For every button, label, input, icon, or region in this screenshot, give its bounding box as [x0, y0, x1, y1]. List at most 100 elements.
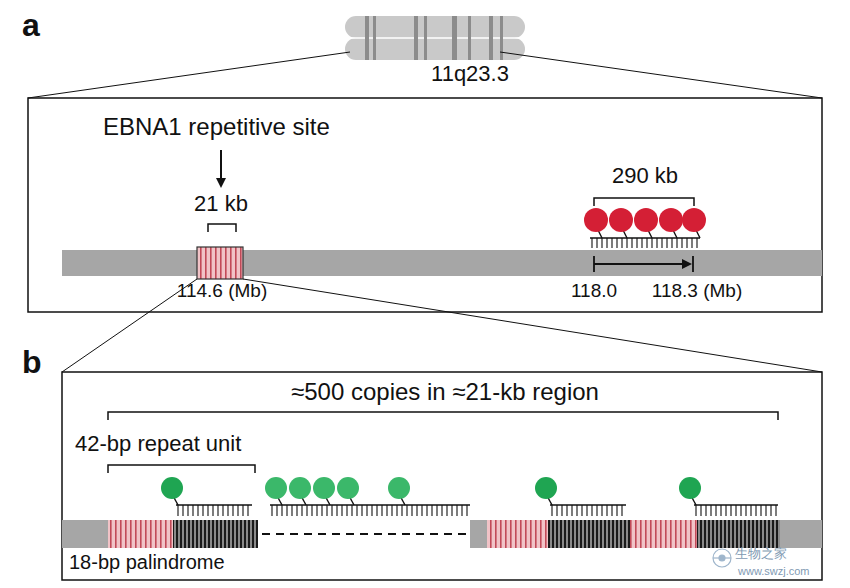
guide-stroke — [651, 238, 652, 248]
guide-stroke — [700, 505, 701, 516]
guide-stroke — [461, 505, 462, 516]
guide-stroke — [361, 505, 362, 516]
guide-stroke — [611, 505, 612, 516]
pointer-arrow — [220, 150, 222, 186]
guide-stroke — [371, 505, 372, 516]
annotation: 118.3 (Mb) — [652, 281, 742, 302]
guide-stroke — [207, 505, 208, 516]
guide-stroke — [686, 238, 687, 248]
chromosome — [345, 16, 525, 60]
guide-stroke — [286, 505, 287, 516]
guide-stroke — [636, 238, 637, 248]
guide-stroke — [551, 505, 552, 516]
guide-stroke — [276, 505, 277, 516]
guide-stroke — [227, 505, 228, 516]
guide-stroke — [222, 505, 223, 516]
range-arrow — [594, 256, 693, 272]
guide-stroke — [601, 238, 602, 248]
guide-stroke — [556, 505, 557, 516]
guide-stroke — [451, 505, 452, 516]
cas9-dot — [289, 477, 311, 499]
cas9-dot — [634, 208, 658, 232]
guide-stroke — [456, 505, 457, 516]
guide-stroke — [631, 238, 632, 248]
cas9-dot — [679, 477, 701, 499]
guide-stroke — [202, 505, 203, 516]
guide-stroke — [641, 238, 642, 248]
annotation: 21 kb — [194, 192, 248, 216]
cas9-dot — [337, 477, 359, 499]
guide-stroke — [281, 505, 282, 516]
guide-stroke — [576, 505, 577, 516]
guide-stroke — [760, 505, 761, 516]
guide-stroke — [770, 505, 771, 516]
guide-stroke — [346, 505, 347, 516]
guide-stroke — [591, 505, 592, 516]
guide-stroke — [676, 238, 677, 248]
guide-stroke — [466, 505, 467, 516]
cas9-dot — [609, 208, 633, 232]
guide-stroke — [606, 238, 607, 248]
guide-stroke — [326, 505, 327, 516]
guide-stroke — [197, 505, 198, 516]
guide-stroke — [681, 238, 682, 248]
guide-stroke — [431, 505, 432, 516]
guide-stroke — [755, 505, 756, 516]
guide-stroke — [187, 505, 188, 516]
guide-stroke — [192, 505, 193, 516]
guide-stroke — [311, 505, 312, 516]
guide-stroke — [212, 505, 213, 516]
guide-stroke — [217, 505, 218, 516]
cas9-dot — [584, 208, 608, 232]
guide-stroke — [381, 505, 382, 516]
guide-stroke — [550, 504, 626, 506]
guide-stroke — [745, 505, 746, 516]
guide-stroke — [396, 505, 397, 516]
guide-stroke — [296, 505, 297, 516]
guide-stroke — [177, 505, 178, 516]
cas9-dot — [313, 477, 335, 499]
guide-stroke — [366, 505, 367, 516]
guide-stroke — [386, 505, 387, 516]
annotation: 11q23.3 — [431, 62, 509, 86]
guide-stroke — [270, 504, 470, 506]
guide-stroke — [621, 238, 622, 248]
guide-stroke — [705, 505, 706, 516]
guide-stroke — [611, 238, 612, 248]
guide-stroke — [740, 505, 741, 516]
bracket — [208, 224, 236, 232]
guide-stroke — [436, 505, 437, 516]
guide-stroke — [591, 238, 592, 248]
guide-stroke — [666, 238, 667, 248]
watermark-icon — [713, 549, 731, 567]
guide-stroke — [441, 505, 442, 516]
annotation: ≈500 copies in ≈21-kb region — [291, 379, 599, 405]
guide-stroke — [715, 505, 716, 516]
guide-stroke — [696, 238, 697, 248]
cas9-dot — [161, 477, 183, 499]
guide-rna — [584, 208, 706, 248]
guide-stroke — [306, 505, 307, 516]
guide-stroke — [671, 238, 672, 248]
guide-stroke — [586, 505, 587, 516]
guide-stroke — [606, 505, 607, 516]
panel-letter: a — [22, 8, 40, 43]
guide-stroke — [735, 505, 736, 516]
bracket — [594, 198, 694, 206]
cas9-dot — [682, 208, 706, 232]
guide-stroke — [621, 505, 622, 516]
guide-stroke — [656, 238, 657, 248]
guide-stroke — [616, 238, 617, 248]
watermark: 生物之家 — [735, 547, 787, 561]
guide-stroke — [176, 504, 252, 506]
guide-stroke — [406, 505, 407, 516]
guide-stroke — [596, 505, 597, 516]
guide-stroke — [237, 505, 238, 516]
guide-stroke — [341, 505, 342, 516]
guide-stroke — [247, 505, 248, 516]
guide-stroke — [351, 505, 352, 516]
cas9-dot — [659, 208, 683, 232]
zoom-line — [62, 279, 822, 372]
guide-stroke — [691, 238, 692, 248]
annotation: EBNA1 repetitive site — [103, 114, 330, 140]
